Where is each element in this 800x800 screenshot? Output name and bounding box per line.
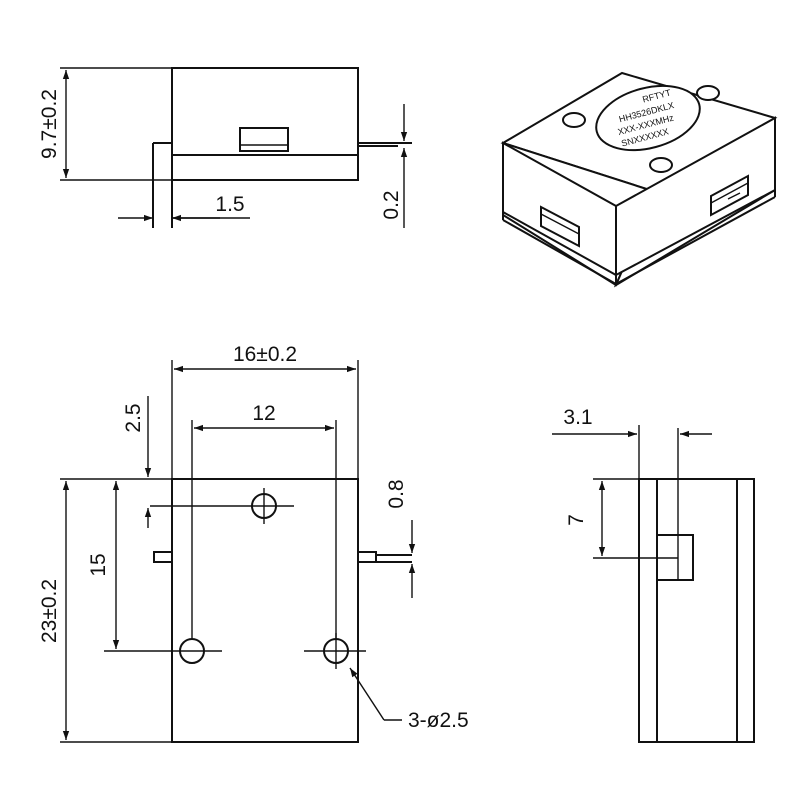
iso-hole-1 (562, 112, 586, 128)
mounting-hole-top (150, 488, 294, 524)
height-dimension-label: 9.7±0.2 (38, 89, 61, 159)
width-dimension-label: 16±0.2 (233, 343, 297, 366)
iso-front-terminal (540, 205, 580, 248)
front-view-body (171, 67, 359, 181)
length-dimension-label: 23±0.2 (38, 579, 61, 643)
iso-hole-2 (696, 85, 720, 101)
hole-offset-label: 2.5 (122, 403, 145, 432)
mounting-hole-bottom-left (104, 638, 222, 664)
front-view-terminal-tab (239, 127, 289, 152)
pin-offset-label: 1.5 (215, 193, 244, 216)
top-view: 16±0.2 12 2.5 15 23±0.2 0.8 3-ø2.5 (38, 343, 469, 743)
top-view-left-pin (153, 551, 173, 563)
iso-logo-label: RFTYT HH3526DKLX XXX-XXXMHz SNXXXXXX (595, 84, 701, 152)
mounting-hole-bottom-right (304, 633, 366, 669)
side-pin-offset-label: 3.1 (563, 406, 592, 429)
side-pin-height-label: 7 (565, 514, 588, 526)
top-view-right-pin (357, 551, 377, 563)
side-view-body (638, 478, 755, 743)
pin-width-label: 0.8 (385, 479, 408, 508)
top-view-body (171, 478, 359, 743)
hole-spacing-x-label: 12 (252, 402, 275, 425)
holes-label: 3-ø2.5 (408, 709, 469, 732)
iso-hole-3 (649, 157, 673, 173)
hole-spacing-y-label: 15 (87, 553, 110, 576)
front-view: 9.7±0.2 1.5 0.2 (38, 67, 412, 228)
isometric-view: RFTYT HH3526DKLX XXX-XXXMHz SNXXXXXX (500, 71, 778, 288)
iso-right-terminal (710, 174, 749, 217)
pin-thickness-label: 0.2 (380, 190, 403, 219)
side-view: 3.1 7 (552, 406, 755, 743)
holes-leader-line (349, 667, 385, 721)
